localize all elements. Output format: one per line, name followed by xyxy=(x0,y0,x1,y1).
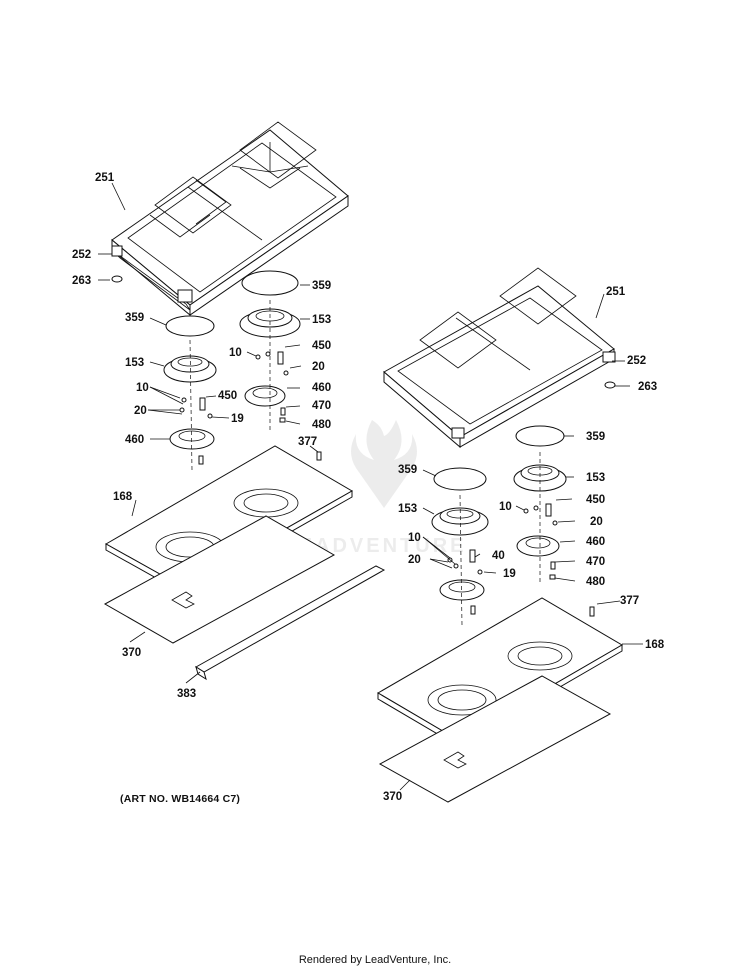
callout-10: 10 xyxy=(408,532,421,544)
callout-168: 168 xyxy=(113,491,133,503)
callout-460: 460 xyxy=(586,536,605,548)
footer-credit: Rendered by LeadVenture, Inc. xyxy=(298,954,452,966)
grate-251-right xyxy=(383,267,615,449)
callout-460: 460 xyxy=(125,434,144,446)
burner-cap-359-right-rear xyxy=(515,425,565,447)
leader-lines-left xyxy=(98,182,319,684)
axis-left-front xyxy=(189,339,193,471)
callout-252: 252 xyxy=(72,249,91,261)
callout-153: 153 xyxy=(586,472,605,484)
burner-head-153-right-front xyxy=(431,507,489,536)
burner-cap-359-left-front xyxy=(165,315,215,337)
callout-20: 20 xyxy=(590,516,603,528)
callout-153: 153 xyxy=(398,503,417,515)
screw-377-left xyxy=(316,451,322,461)
callout-377: 377 xyxy=(298,436,317,448)
burner-cap-359-right-front xyxy=(433,467,487,491)
grate-base-252-right xyxy=(451,351,616,439)
callout-40: 40 xyxy=(492,550,505,562)
burner-base-460-right-front xyxy=(439,549,485,615)
foot-263-right xyxy=(604,381,616,389)
callout-263: 263 xyxy=(72,275,91,287)
grate-base-252-left xyxy=(111,245,193,311)
bracket-383 xyxy=(195,565,386,681)
callout-10: 10 xyxy=(229,347,242,359)
callout-370: 370 xyxy=(383,791,402,803)
callout-20: 20 xyxy=(408,554,421,566)
callout-19: 19 xyxy=(503,568,516,580)
callout-470: 470 xyxy=(586,556,605,568)
callout-263: 263 xyxy=(638,381,657,393)
foot-263-left xyxy=(111,275,123,283)
callout-370: 370 xyxy=(122,647,141,659)
callout-460: 460 xyxy=(312,382,331,394)
screw-377-right xyxy=(589,606,595,617)
callout-383: 383 xyxy=(177,688,196,700)
callout-153: 153 xyxy=(125,357,144,369)
callout-20: 20 xyxy=(134,405,147,417)
callout-359: 359 xyxy=(398,464,417,476)
callout-359: 359 xyxy=(312,280,331,292)
insulation-370-right xyxy=(378,675,612,803)
callout-470: 470 xyxy=(312,400,331,412)
callout-10: 10 xyxy=(136,382,149,394)
callout-480: 480 xyxy=(312,419,331,431)
art-number: (ART NO. WB14664 C7) xyxy=(120,793,241,805)
callout-10: 10 xyxy=(499,501,512,513)
burner-base-460-left-rear xyxy=(244,351,289,423)
insulation-370-left xyxy=(103,515,336,644)
callout-251: 251 xyxy=(95,172,115,184)
callout-359: 359 xyxy=(125,312,144,324)
callout-450: 450 xyxy=(586,494,605,506)
callout-359: 359 xyxy=(586,431,605,443)
callout-251: 251 xyxy=(606,286,626,298)
callout-252: 252 xyxy=(627,355,646,367)
leader-lines-right xyxy=(399,293,643,791)
callout-377: 377 xyxy=(620,595,639,607)
burner-cap-359-left-rear xyxy=(241,270,299,296)
burner-head-153-left-front xyxy=(163,355,217,383)
axis-right-front xyxy=(459,494,463,626)
callout-19: 19 xyxy=(231,413,244,425)
burner-base-460-right-rear xyxy=(516,503,560,580)
grate-251-left xyxy=(111,121,349,317)
callout-168: 168 xyxy=(645,639,665,651)
callout-20: 20 xyxy=(312,361,325,373)
callout-480: 480 xyxy=(586,576,605,588)
callout-153: 153 xyxy=(312,314,331,326)
callout-450: 450 xyxy=(312,340,331,352)
callout-450: 450 xyxy=(218,390,237,402)
